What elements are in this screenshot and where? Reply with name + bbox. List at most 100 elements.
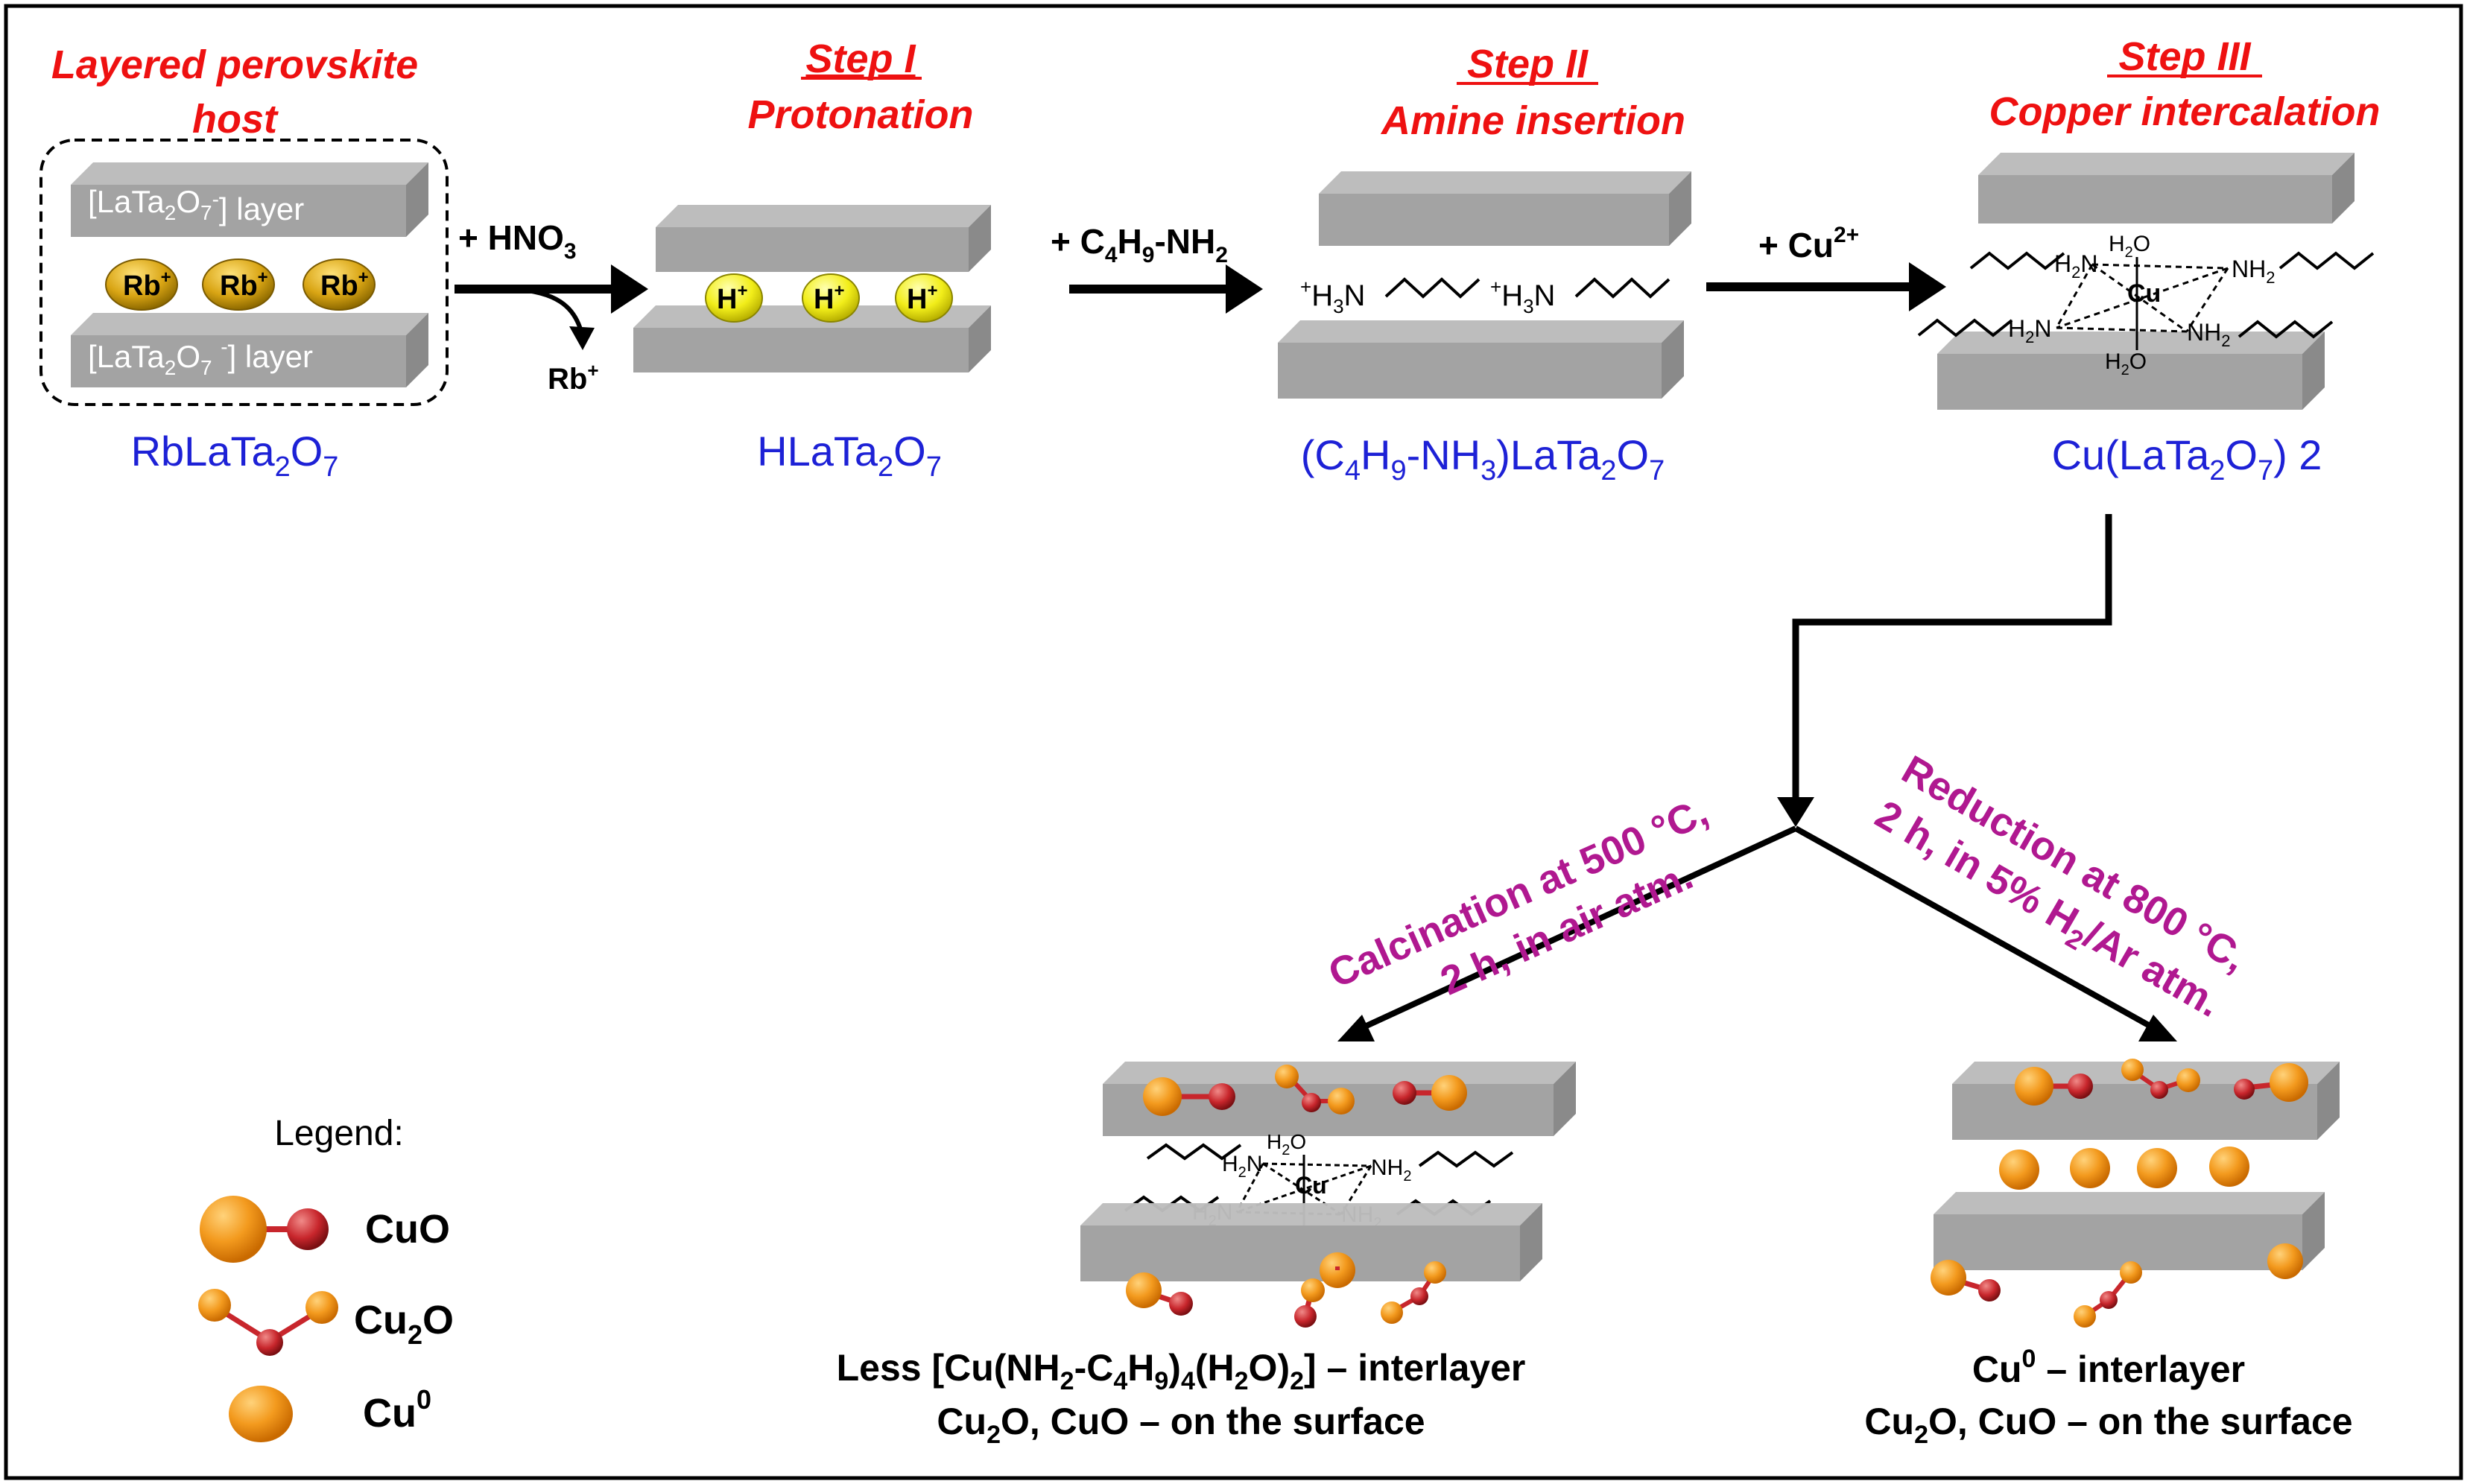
step1-name: Protonation [748, 92, 974, 137]
cuo-oxygen [1978, 1279, 2001, 1301]
reduced-surface-bottom [1931, 1243, 2303, 1328]
legend-cu2o-oxygen [256, 1329, 283, 1356]
reagent-hno3: + HNO3 [458, 218, 577, 264]
cu2o-copper [1381, 1301, 1403, 1324]
cuo-copper [2270, 1063, 2308, 1102]
water-ligand-top: H2O [1267, 1130, 1306, 1158]
reduced-result-line1: Cu0 – interlayer [1972, 1345, 2245, 1390]
reduction-branch [1794, 825, 2166, 1037]
cu0-atom [2209, 1147, 2249, 1187]
legend-cuo-label: CuO [365, 1207, 450, 1252]
connector-head [1777, 797, 1814, 827]
cu2o-copper [1424, 1261, 1446, 1284]
ammonium-label: +H3N [1490, 276, 1555, 317]
alkyl-chain [2238, 320, 2334, 339]
rb-ion-label: Rb+ [320, 267, 369, 302]
arrow-step1-head [611, 264, 648, 314]
proton [895, 273, 953, 323]
protons: H+ H+ H+ [705, 273, 953, 323]
amine-ligand-label: H2N [2054, 250, 2097, 282]
cuo-oxygen [1209, 1083, 1235, 1110]
amine-ligand-label: H2N [1222, 1152, 1262, 1181]
cu2o-copper [1275, 1065, 1299, 1088]
legend-cu2o-copper [305, 1291, 338, 1324]
cu0-atom [2070, 1148, 2110, 1188]
cuo-copper [1301, 1278, 1325, 1302]
step1-top-slab [656, 205, 991, 272]
ammonium-label: +H3N [1300, 276, 1365, 317]
reduced-interlayer-cu0 [1999, 1147, 2249, 1190]
host-title-line1: Layered perovskite [51, 42, 418, 87]
cuo-oxygen [2234, 1079, 2255, 1100]
legend-cu0-label: Cu0 [363, 1384, 431, 1436]
calcined-surface-bottom [1126, 1252, 1446, 1328]
calcination-branch [1347, 825, 1797, 1037]
amine-ligand-label: NH2 [2187, 319, 2230, 350]
calcined-result-line1: Less [Cu(NH2-C4H9)4(H2O)2] – interlayer [837, 1347, 1526, 1395]
rb-ion [105, 259, 178, 311]
step3-top-slab [1978, 153, 2354, 223]
compound-cu-lata2o7: Cu(LaTa2O7) 2 [2052, 431, 2322, 486]
reagent-butylamine: + C4H9-NH2 [1051, 222, 1228, 267]
connector-line [1792, 514, 2112, 819]
copper-amine-complex-step3: H2N H2O NH2 Cu H2N NH2 H2O [1917, 232, 2375, 378]
reduced-surface-top [2015, 1059, 2308, 1106]
amine-ligand-label: NH2 [1371, 1155, 1411, 1185]
cu2o-oxygen [2100, 1291, 2118, 1309]
cuo-oxygen [1393, 1081, 1416, 1105]
cu2o-copper [2121, 1059, 2144, 1081]
step1-label: Step I [805, 37, 916, 81]
reduced-bottom-slab [1934, 1192, 2325, 1270]
legend-cu2o-label: Cu2O [354, 1298, 454, 1350]
step3-name: Copper intercalation [1989, 89, 2380, 134]
cuo-oxygen [1169, 1292, 1193, 1316]
cu2o-oxygen [1410, 1287, 1428, 1305]
compound-butylammonium-lata2o7: (C4H9-NH3)LaTa2O7 [1301, 431, 1665, 486]
calcined-surface-top [1143, 1065, 1467, 1116]
cuo-copper [1931, 1260, 1966, 1296]
arrow-step2-head [1226, 264, 1263, 314]
host-rb-ions: Rb+ Rb+ Rb+ [105, 259, 376, 311]
cuo-copper [1143, 1077, 1182, 1116]
cuo-copper [1126, 1272, 1162, 1308]
arrow-step3-head [1909, 262, 1946, 311]
cuo-oxygen [2068, 1074, 2093, 1099]
rb-release-head [569, 326, 595, 350]
water-ligand-bottom: H2O [2105, 349, 2147, 378]
rb-ion-label: Rb+ [220, 267, 268, 302]
rb-release-curve [513, 287, 583, 332]
rb-released-label: Rb+ [548, 359, 599, 396]
reduced-result-line2: Cu2O, CuO – on the surface [1864, 1401, 2352, 1449]
outer-border [4, 4, 2463, 1480]
step2-bottom-slab [1278, 320, 1684, 399]
host-bottom-layer-label: [LaTa2O7 -] layer [88, 335, 313, 379]
reduction-branch-head [2138, 1015, 2177, 1041]
compound-hlata2o7: HLaTa2O7 [757, 428, 942, 483]
calcination-branch-head [1337, 1015, 1375, 1041]
cu2o-copper [2120, 1261, 2142, 1284]
step3-label: Step III [2118, 34, 2251, 79]
reduction-conditions: Reduction at 800 °C, 2 h, in 5% H2/Ar at… [1868, 747, 2254, 1026]
cu0-atom [2267, 1243, 2303, 1279]
cu0-atom [2137, 1148, 2177, 1188]
water-ligand-top: H2O [2109, 232, 2150, 261]
calcination-conditions: Calcination at 500 °C, 2 h, in air atm. [1322, 789, 1714, 1003]
step2-top-slab [1319, 171, 1691, 246]
cu2o-copper [1328, 1088, 1355, 1114]
step3-bottom-slab [1937, 332, 2325, 410]
host-top-slab [71, 162, 428, 237]
legend-title: Legend: [274, 1114, 404, 1153]
step2-label: Step II [1467, 42, 1589, 86]
cu2o-copper [2074, 1305, 2096, 1328]
alkyl-chain [2278, 251, 2375, 270]
host-title-line2: host [192, 97, 279, 142]
cu2o-oxygen [2150, 1081, 2168, 1099]
compound-rblata2o7: RbLaTa2O7 [131, 428, 339, 483]
calcined-result-line2: Cu2O, CuO – on the surface [937, 1401, 1425, 1449]
calcined-bottom-slab [1080, 1203, 1542, 1281]
host-bottom-slab [71, 313, 428, 387]
rb-ion [303, 259, 376, 311]
rb-ion [202, 259, 275, 311]
alkyl-chain [1574, 277, 1670, 299]
